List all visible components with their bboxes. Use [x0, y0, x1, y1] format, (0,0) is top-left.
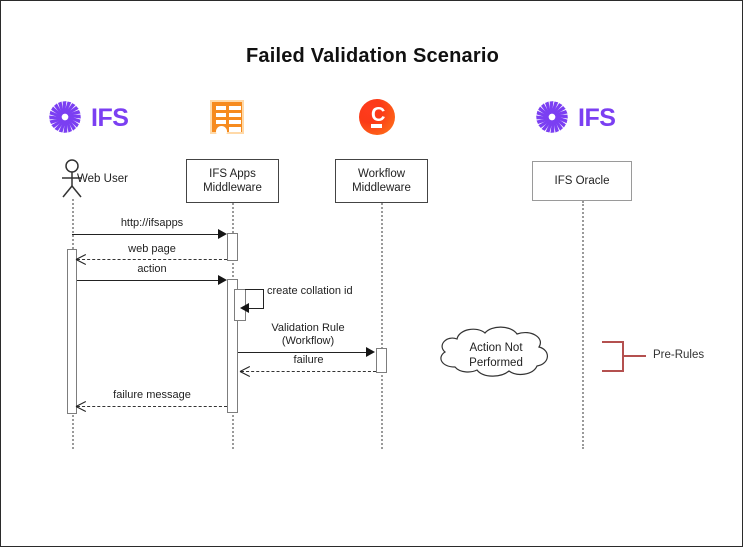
message-label-failure: failure — [293, 354, 324, 366]
arrowhead-left-icon — [240, 366, 250, 377]
cloud-text-line1: Action Not — [469, 342, 523, 354]
activation-ifs-apps-nested — [234, 289, 246, 321]
prerules-bracket-bottom — [602, 370, 624, 372]
participant-label-line2: Middleware — [203, 182, 262, 194]
arrowhead-right-icon — [218, 275, 227, 285]
participant-label-line1: Workflow — [357, 168, 406, 180]
message-label-create-collation-id: create collation id — [267, 285, 353, 297]
activation-web-user — [67, 249, 77, 414]
ifs-logo-left: IFS — [47, 99, 147, 135]
actor-web-user-figure — [62, 159, 82, 198]
prerules-bracket-stem — [624, 355, 646, 357]
activation-workflow — [376, 348, 387, 373]
message-label-web-page: web page — [128, 243, 176, 255]
ifs-sunburst-icon — [49, 101, 81, 133]
prerules-bracket-top — [602, 341, 624, 343]
ifs-sunburst-icon — [536, 101, 568, 133]
participant-ifs-oracle[interactable]: IFS Oracle — [532, 161, 632, 201]
ifs-wordmark-right: IFS — [578, 104, 616, 132]
message-line-action — [77, 280, 222, 281]
message-line-collation-bottom — [248, 308, 264, 309]
arrowhead-right-icon — [218, 229, 227, 239]
activation-ifs-apps-1 — [227, 233, 238, 261]
message-label-validation-rule-line2: (Workflow) — [281, 335, 335, 347]
participant-label-line1: IFS Apps — [209, 168, 256, 180]
page-title: Failed Validation Scenario — [245, 45, 500, 67]
prerules-label: Pre-Rules — [653, 349, 705, 361]
message-label-failure-message: failure message — [113, 389, 191, 401]
actor-label-web-user: Web User — [77, 173, 128, 185]
ifs-wordmark-left: IFS — [91, 104, 129, 132]
lifeline-ifs-oracle — [582, 201, 584, 449]
lifeline-workflow-middleware — [381, 203, 383, 449]
message-line-failure-message — [77, 406, 227, 407]
participant-workflow-middleware[interactable]: Workflow Middleware — [335, 159, 428, 203]
arrowhead-right-icon — [366, 347, 375, 357]
prerules-bracket-side — [622, 341, 624, 372]
message-line-validation-rule — [238, 352, 368, 353]
activation-ifs-apps-2 — [227, 279, 238, 413]
participant-label-line2: Middleware — [352, 182, 411, 194]
arrowhead-left-icon — [240, 303, 249, 313]
camunda-icon: C — [359, 99, 395, 135]
participant-ifs-apps-middleware[interactable]: IFS Apps Middleware — [186, 159, 279, 203]
cloud-text-line2: Performed — [469, 357, 523, 369]
participant-label-line1: IFS Oracle — [554, 175, 610, 187]
message-line-failure — [241, 371, 376, 372]
message-line-web-page — [77, 259, 227, 260]
message-line-http-ifsapps — [72, 234, 222, 235]
cloud-annotation-text: Action Not Performed — [441, 341, 551, 371]
arrowhead-left-icon — [76, 401, 86, 412]
message-label-http-ifsapps: http://ifsapps — [120, 217, 184, 229]
camunda-letter: C — [371, 104, 386, 126]
ifs-logo-right: IFS — [534, 99, 634, 135]
message-line-collation-top — [245, 289, 264, 290]
message-line-collation-side — [263, 289, 264, 309]
cloud-shape — [440, 326, 548, 377]
certificate-icon — [210, 100, 244, 137]
message-label-action: action — [137, 263, 167, 275]
message-label-validation-rule-line1: Validation Rule — [271, 322, 345, 334]
